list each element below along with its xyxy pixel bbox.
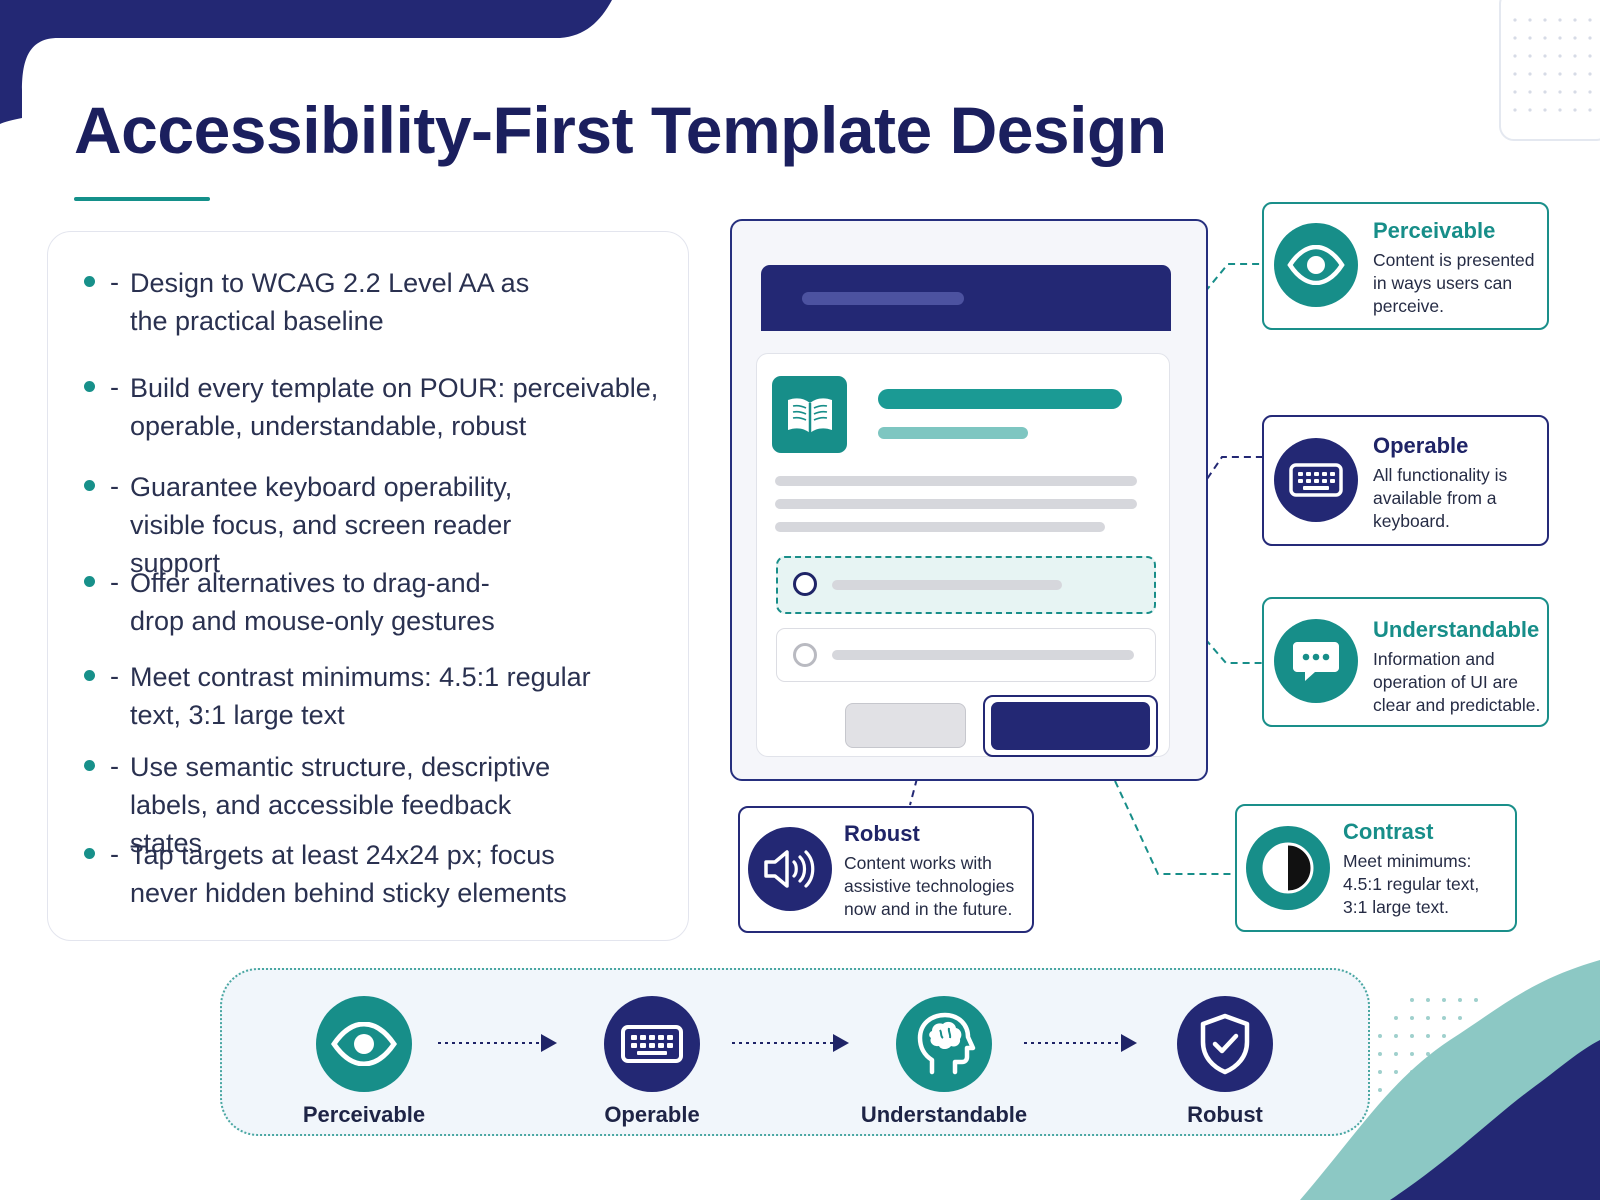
callout-robust: Robust Content works with assistive tech…: [738, 806, 1034, 933]
contrast-icon: [1246, 826, 1330, 910]
callout-title: Robust: [844, 821, 920, 846]
callout-title: Understandable: [1373, 617, 1540, 642]
bullet-dash: -: [110, 471, 119, 501]
callout-title: Operable: [1373, 433, 1469, 458]
callout-perceivable: Perceivable Content is presented in ways…: [1262, 202, 1549, 330]
bullet-dash: -: [110, 267, 119, 297]
callout-contrast: Contrast Meet minimums: 4.5:1 regular te…: [1235, 804, 1517, 932]
radio-selected-icon[interactable]: [793, 572, 817, 596]
bullet-dot-icon: [84, 670, 95, 681]
bullet-dot-icon: [84, 848, 95, 859]
bullet-text: Guarantee keyboard operability, visible …: [130, 472, 513, 578]
decorative-grid-top-right: [1499, 0, 1600, 141]
callout-title: Perceivable: [1373, 218, 1496, 243]
bullet-dash: -: [110, 839, 119, 869]
title-underline: [74, 197, 210, 201]
mockup-subheading-placeholder: [878, 427, 1028, 439]
callout-body: All functionality is available from a ke…: [1373, 465, 1508, 531]
book-icon: [772, 376, 847, 453]
callout-body: Meet minimums: 4.5:1 regular text, 3:1 l…: [1343, 851, 1480, 917]
decorative-wave-bottom-right: [1300, 960, 1600, 1200]
chat-bubble-icon: [1274, 619, 1358, 703]
bullet-text: Use semantic structure, descriptive labe…: [130, 752, 551, 858]
bullet-dash: -: [110, 567, 119, 597]
bullet-text: Tap targets at least 24x24 px; focus nev…: [130, 840, 567, 908]
callout-body: Content works with assistive technologie…: [844, 853, 1015, 919]
mockup-text-line: [775, 476, 1137, 486]
bullet-text: Design to WCAG 2.2 Level AA as the pract…: [130, 268, 530, 336]
bullet-dash: -: [110, 661, 119, 691]
flow-label: Operable: [604, 1102, 700, 1127]
guidelines-panel: - Design to WCAG 2.2 Level AA as the pra…: [47, 231, 689, 941]
pour-flow-panel: Perceivable Operable Understandable Robu…: [220, 968, 1370, 1136]
speaker-icon: [748, 827, 832, 911]
bullet-dash: -: [110, 751, 119, 781]
mockup-primary-button[interactable]: [991, 702, 1150, 750]
decorative-top-banner: [0, 0, 612, 124]
bullet-text: Build every template on POUR: perceivabl…: [130, 373, 659, 441]
mockup-text-line: [775, 522, 1105, 532]
keyboard-icon: [604, 996, 700, 1092]
keyboard-icon: [1274, 438, 1358, 522]
bullet-text: Offer alternatives to drag-and-drop and …: [130, 568, 495, 636]
bullet-dash: -: [110, 372, 119, 402]
flow-label: Understandable: [860, 1102, 1028, 1127]
radio-unselected-icon[interactable]: [793, 643, 817, 667]
mockup-option-label: [832, 580, 1062, 590]
eye-icon: [316, 996, 412, 1092]
bullet-dot-icon: [84, 276, 95, 287]
flow-arrows: [438, 1034, 1137, 1052]
head-brain-icon: [896, 996, 992, 1092]
flow-label: Robust: [1187, 1102, 1263, 1127]
bullet-dot-icon: [84, 480, 95, 491]
mockup-header-placeholder: [802, 292, 964, 305]
shield-check-icon: [1177, 996, 1273, 1092]
callout-operable: Operable All functionality is available …: [1262, 415, 1549, 546]
mockup-text-line: [775, 499, 1137, 509]
page-title: Accessibility-First Template Design: [74, 93, 1167, 167]
mockup-option-label: [832, 650, 1134, 660]
bullet-dot-icon: [84, 760, 95, 771]
eye-icon: [1274, 223, 1358, 307]
bullet-dot-icon: [84, 381, 95, 392]
mockup-heading-placeholder: [878, 389, 1122, 409]
bullet-dot-icon: [84, 576, 95, 587]
callout-understandable: Understandable Information and operation…: [1262, 597, 1549, 727]
bullet-text: Meet contrast minimums: 4.5:1 regular te…: [130, 662, 591, 730]
callout-body: Content is presented in ways users can p…: [1373, 250, 1535, 316]
mockup-secondary-button[interactable]: [845, 703, 966, 748]
callout-title: Contrast: [1343, 819, 1434, 844]
flow-label: Perceivable: [302, 1102, 426, 1127]
callout-body: Information and operation of UI are clea…: [1373, 649, 1541, 715]
